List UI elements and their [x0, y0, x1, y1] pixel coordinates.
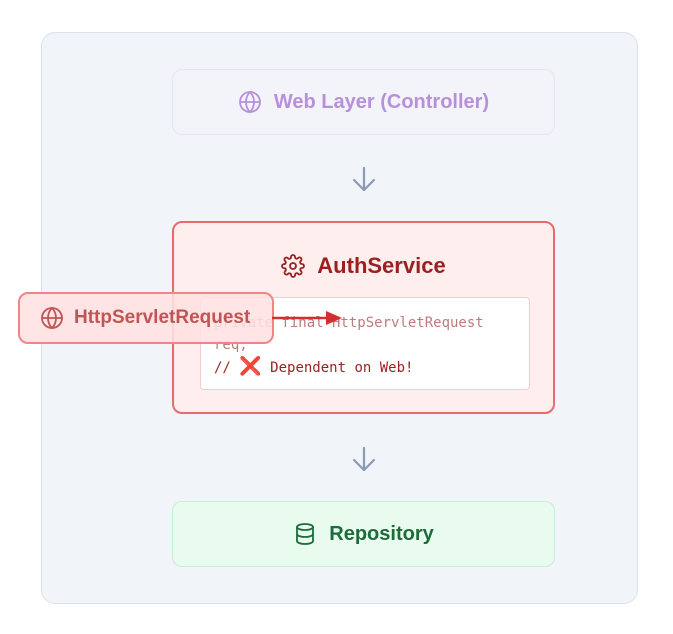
- code-line-comment: // ❌ Dependent on Web!: [214, 356, 529, 379]
- arrow-down-icon: [352, 446, 376, 472]
- repository-label: Repository: [329, 522, 434, 545]
- globe-icon: [41, 306, 63, 330]
- repository-node: Repository: [172, 501, 555, 567]
- globe-icon: [238, 90, 261, 114]
- web-layer-label: Web Layer (Controller): [273, 90, 490, 113]
- http-servlet-request-node: HttpServletRequest: [18, 292, 274, 344]
- comment-prefix: //: [214, 360, 231, 376]
- gear-icon: [281, 254, 306, 278]
- auth-service-title: AuthService: [317, 253, 446, 278]
- arrow-down-icon: [352, 166, 376, 192]
- web-layer-node: Web Layer (Controller): [172, 69, 555, 135]
- database-icon: [296, 523, 315, 545]
- comment-text: Dependent on Web!: [270, 360, 414, 376]
- cross-mark-icon: ❌: [239, 356, 262, 377]
- auth-service-header: AuthService: [174, 253, 553, 279]
- http-servlet-request-label: HttpServletRequest: [74, 307, 251, 328]
